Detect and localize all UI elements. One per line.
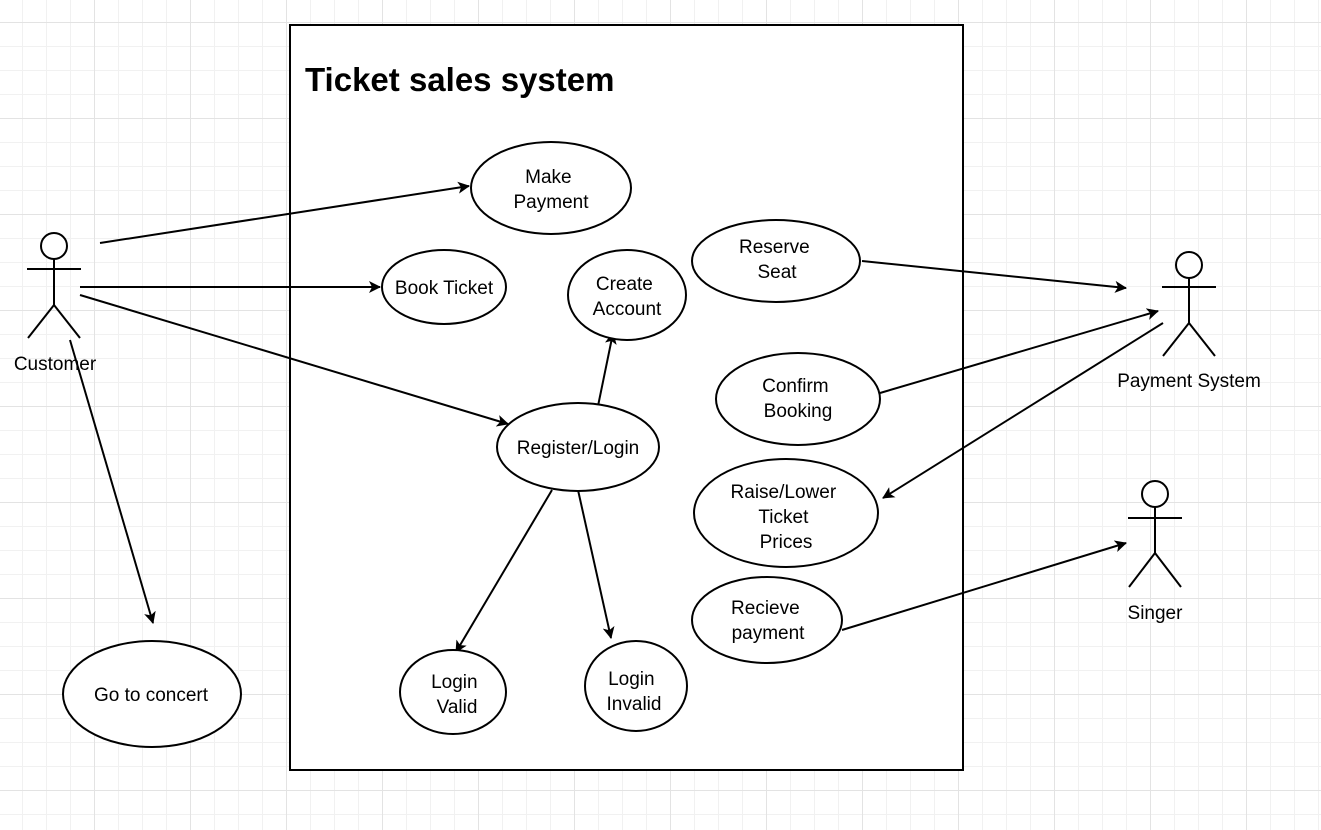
register-to-create-account-arrow[interactable]	[597, 332, 617, 407]
use-case-go-to-concert[interactable]: Go to concert	[62, 640, 242, 748]
register-to-login-valid-arrow[interactable]	[455, 489, 553, 653]
customer-to-make-payment-arrow[interactable]	[99, 181, 470, 244]
use-case-label: Raise/Lower Ticket Prices	[731, 482, 842, 553]
use-case-raise-lower-prices[interactable]: Raise/Lower Ticket Prices	[693, 458, 879, 568]
use-case-label: Login Valid	[431, 672, 483, 718]
customer-to-go-to-concert-arrow[interactable]	[69, 339, 156, 624]
use-case-label: Create Account	[593, 274, 662, 320]
associations	[69, 181, 1164, 653]
confirm-booking-to-payment-system-arrow[interactable]	[879, 308, 1159, 394]
use-case-label: Book Ticket	[395, 278, 494, 299]
use-case-confirm-booking[interactable]: Confirm Booking	[715, 352, 881, 446]
actor-label: Singer	[1128, 603, 1184, 624]
register-to-login-invalid-arrow[interactable]	[577, 489, 615, 639]
use-case-label: Reserve Seat	[739, 237, 815, 283]
use-case-label: Recieve payment	[731, 598, 805, 644]
stick-figure-icon	[27, 232, 81, 339]
use-case-login-invalid[interactable]: Login Invalid	[584, 640, 688, 732]
system-title: Ticket sales system	[305, 61, 614, 98]
use-case-label: Make Payment	[514, 167, 590, 213]
actor-singer[interactable]: Singer	[1128, 480, 1184, 624]
use-case-create-account[interactable]: Create Account	[567, 249, 687, 341]
recieve-payment-to-singer-arrow[interactable]	[841, 540, 1127, 631]
stick-figure-icon	[1162, 251, 1216, 357]
stick-figure-icon	[1128, 480, 1182, 588]
use-case-login-valid[interactable]: Login Valid	[399, 649, 507, 735]
use-case-register-login[interactable]: Register/Login	[496, 402, 660, 492]
reserve-seat-to-payment-system-arrow[interactable]	[861, 260, 1127, 293]
actor-label: Customer	[14, 354, 97, 375]
use-case-label: Login Invalid	[607, 669, 662, 715]
use-case-book-ticket[interactable]: Book Ticket	[381, 249, 507, 325]
use-case-label: Confirm Booking	[762, 376, 834, 422]
use-case-reserve-seat[interactable]: Reserve Seat	[691, 219, 861, 303]
use-case-recieve-payment[interactable]: Recieve payment	[691, 576, 843, 664]
actor-label: Payment System	[1117, 371, 1261, 392]
use-case-label: Register/Login	[517, 438, 640, 459]
payment-system-to-raise-lower-prices-arrow[interactable]	[882, 322, 1164, 499]
actor-customer[interactable]: Customer	[14, 232, 97, 375]
customer-to-register-login-arrow[interactable]	[79, 294, 509, 427]
use-case-label: Go to concert	[94, 685, 209, 706]
actor-payment-system[interactable]: Payment System	[1117, 251, 1261, 392]
use-case-make-payment[interactable]: Make Payment	[470, 141, 632, 235]
